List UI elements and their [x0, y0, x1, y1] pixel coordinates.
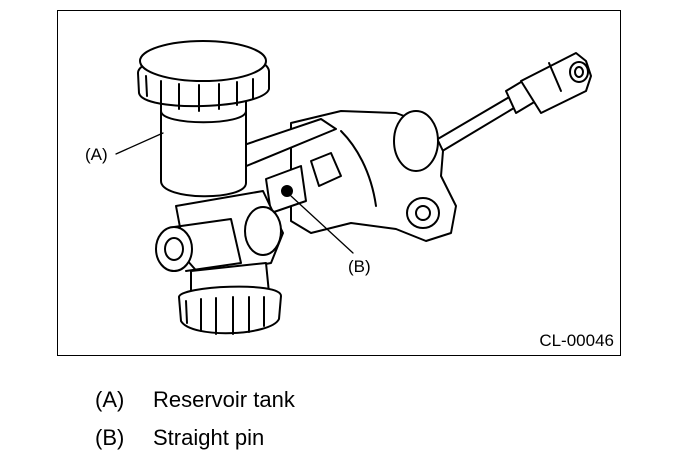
cylinder-body	[290, 110, 457, 242]
legend-key: (A)	[95, 387, 125, 412]
push-rod-clevis	[430, 52, 592, 154]
reservoir-tank	[137, 40, 270, 198]
legend-label: Reservoir tank	[153, 387, 295, 412]
figure-id: CL-00046	[539, 331, 614, 350]
clutch-master-cylinder-drawing	[115, 40, 592, 335]
callout-b-label: (B)	[348, 257, 371, 276]
callout-a-label: (A)	[85, 145, 108, 164]
legend-item: (A) Reservoir tank	[95, 387, 295, 413]
legend-key: (B)	[95, 425, 125, 450]
legend-item: (B) Straight pin	[95, 425, 264, 451]
leader-line-a	[115, 132, 164, 155]
figure-frame: (A) (B) CL-00046	[57, 10, 621, 356]
leader-line-b	[290, 195, 354, 254]
legend-label: Straight pin	[153, 425, 265, 450]
outlet-fittings	[155, 190, 284, 335]
